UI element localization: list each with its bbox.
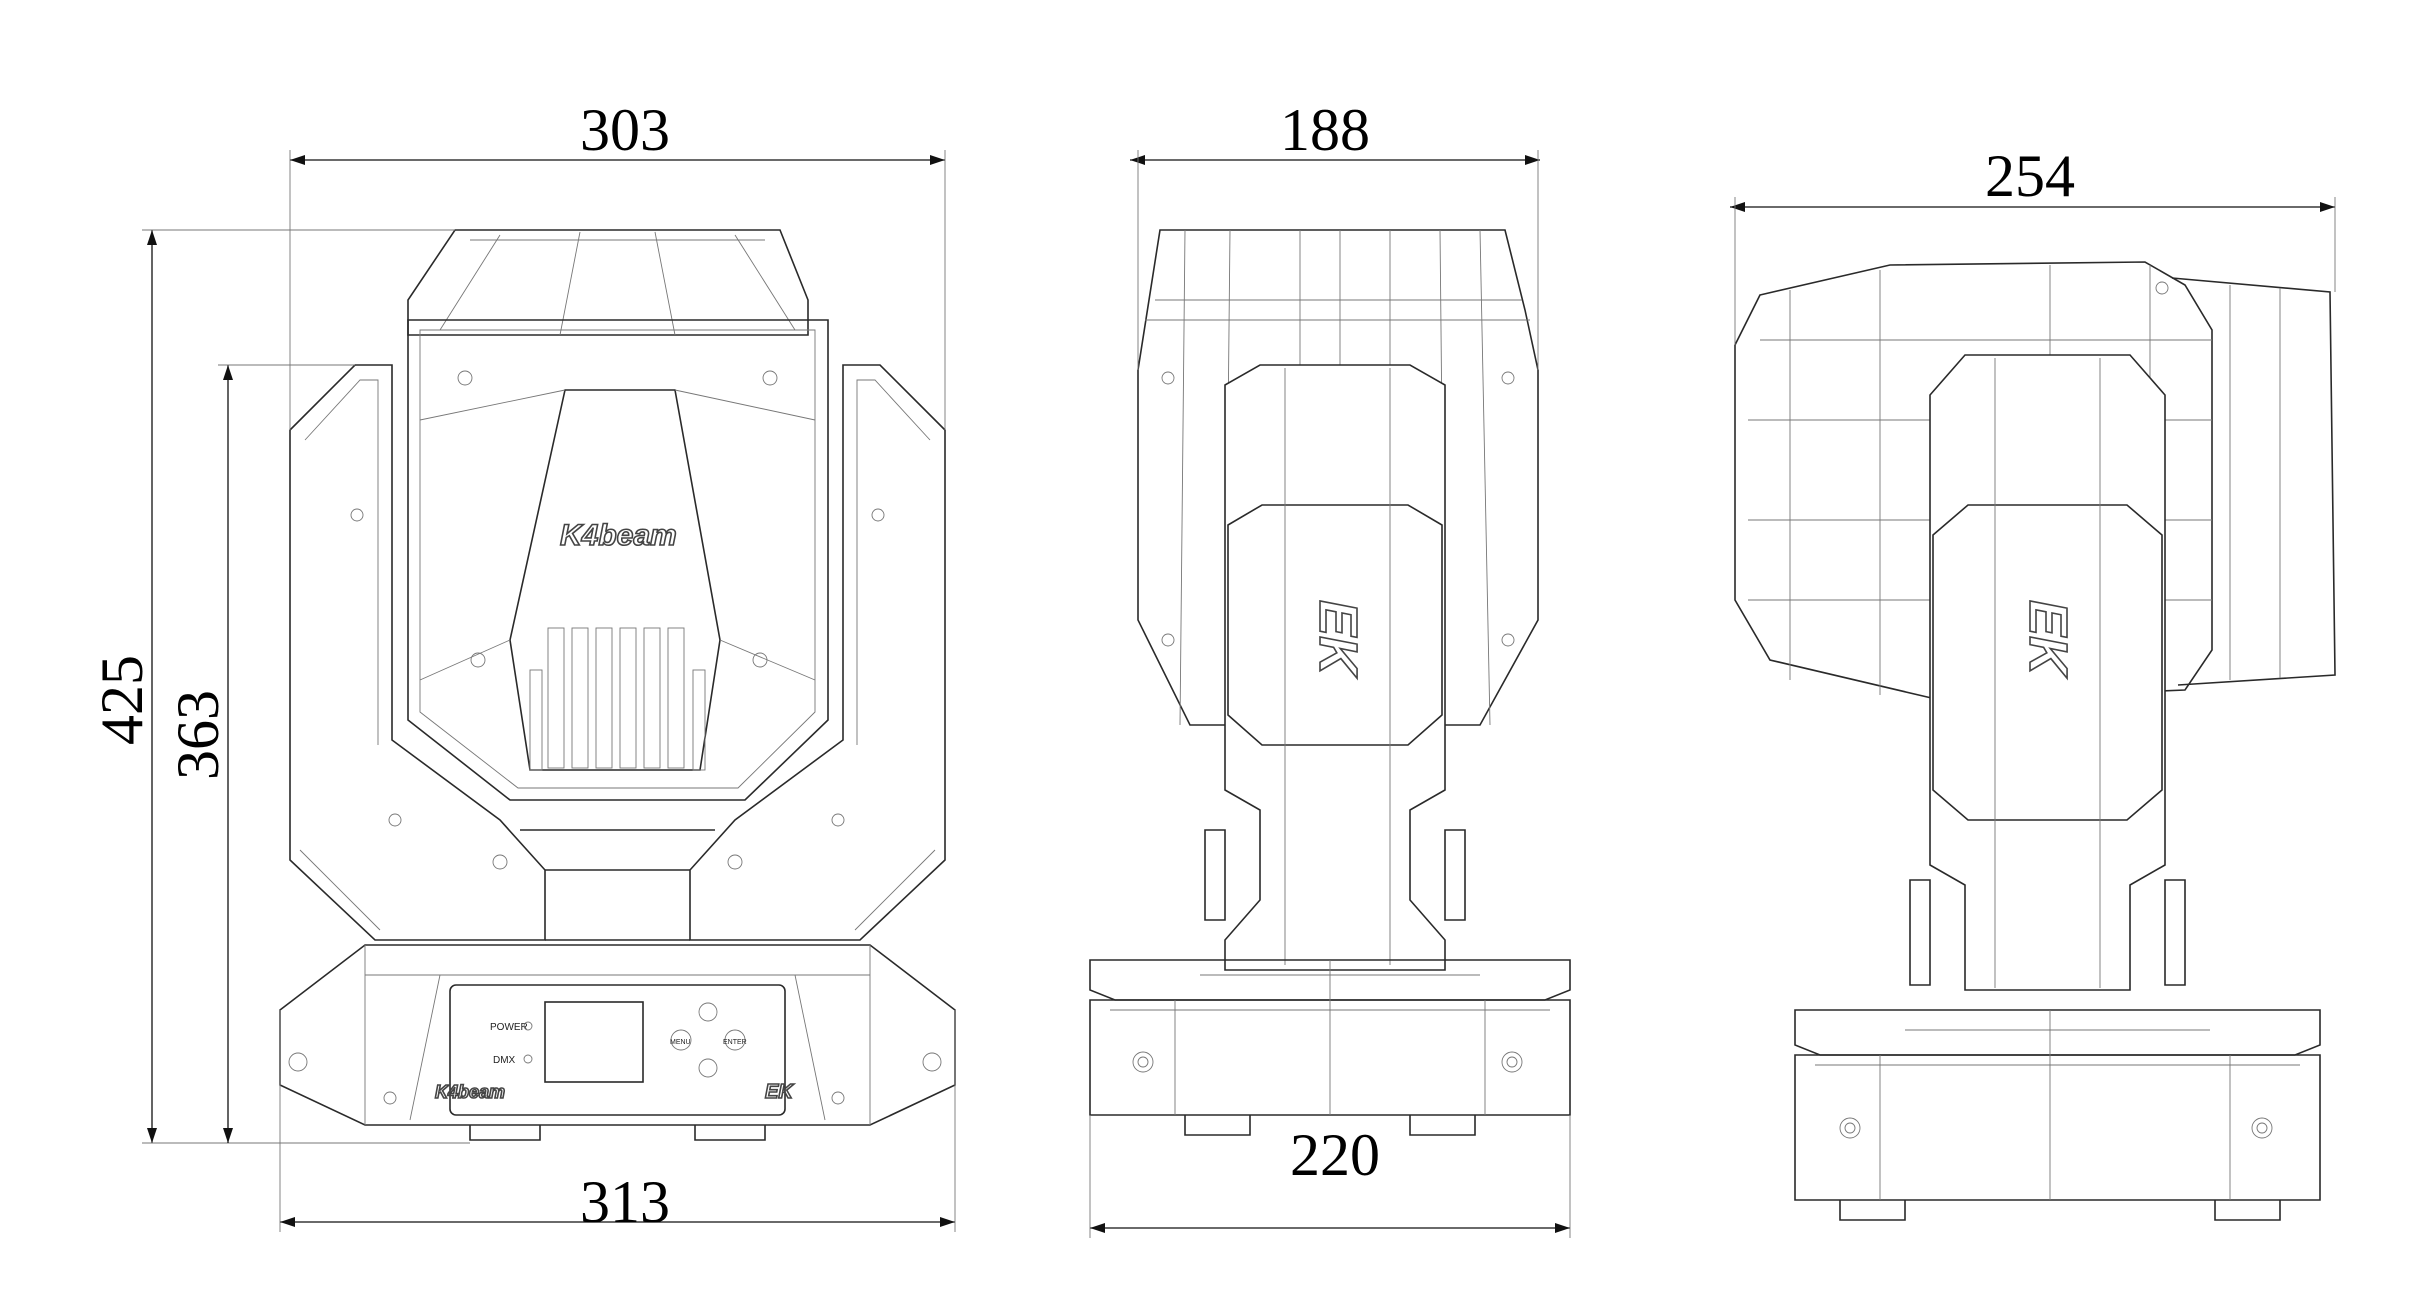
dmx-label: DMX [493, 1055, 516, 1066]
dimension-lines [142, 150, 2336, 1238]
dim-side-base-depth: 220 [1290, 1122, 1380, 1188]
menu-button-label: MENU [670, 1039, 691, 1046]
dim-front-base-width: 313 [580, 1169, 670, 1235]
power-label: POWER [490, 1022, 528, 1033]
enter-button-label: ENTER [723, 1039, 747, 1046]
front-logo: K4beam [560, 519, 677, 552]
side-brand-mark: EK [1308, 600, 1368, 679]
dimension-labels: 303 313 425 363 188 220 254 [89, 97, 2075, 1235]
front-view: POWER DMX MENU ENTER K4beam EK K4beam [279, 229, 956, 1141]
tilted-brand-mark: EK [2018, 600, 2078, 679]
dim-front-yoke-height: 363 [165, 690, 231, 780]
side-view: EK [1089, 229, 1571, 1136]
dim-side-head-depth: 188 [1280, 97, 1370, 163]
panel-logo: K4beam [435, 1082, 505, 1102]
tilted-view: EK [1734, 261, 2336, 1221]
dim-tilted-head-length: 254 [1985, 143, 2075, 209]
dim-front-total-height: 425 [89, 655, 155, 745]
dim-front-head-width: 303 [580, 97, 670, 163]
panel-buttons: MENU ENTER [670, 1002, 747, 1078]
panel-brand-mark: EK [765, 1081, 794, 1103]
